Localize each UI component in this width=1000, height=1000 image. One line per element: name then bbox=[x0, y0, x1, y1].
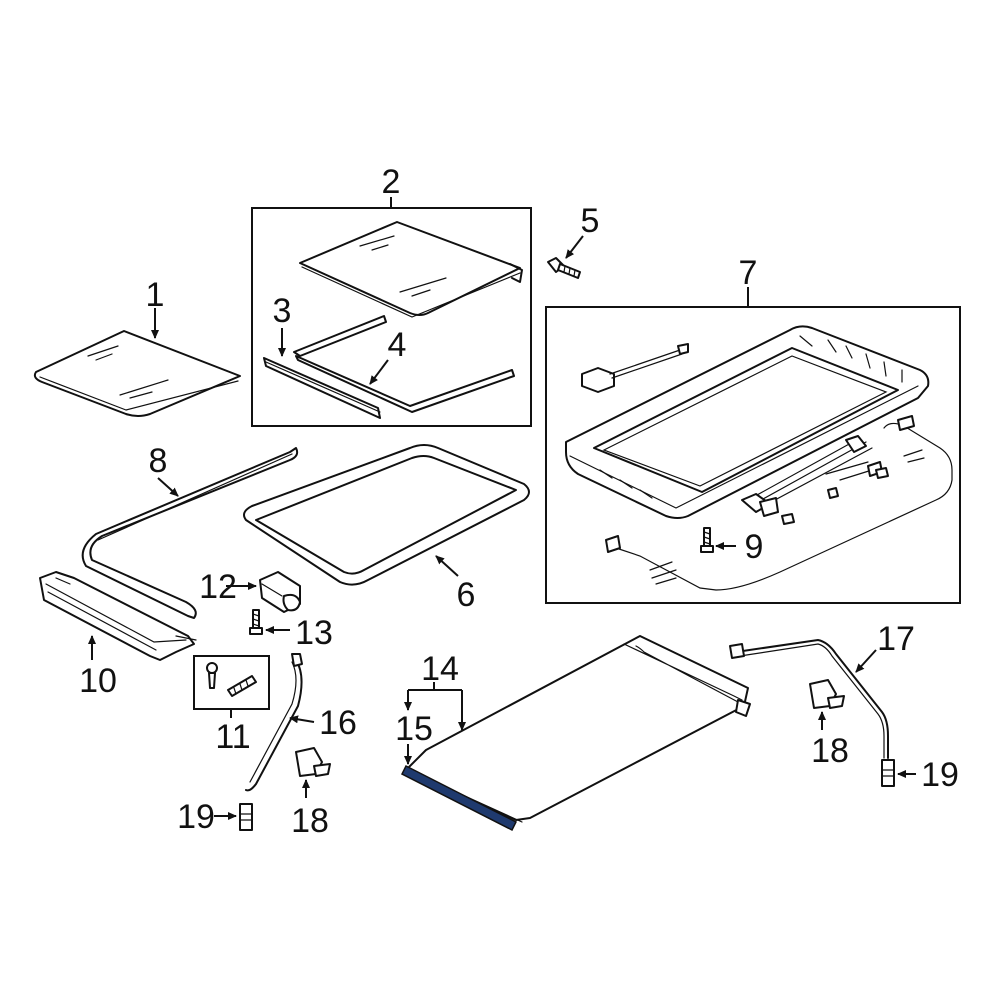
part-17-drain-tube[interactable] bbox=[729, 639, 889, 759]
callout-12: 12 bbox=[199, 568, 237, 606]
callout-4: 4 bbox=[388, 326, 407, 364]
part-1-glass-panel[interactable] bbox=[33, 330, 241, 417]
callout-5: 5 bbox=[581, 202, 600, 240]
part-2-glass-assembly[interactable] bbox=[299, 221, 523, 318]
callout-16: 16 bbox=[319, 704, 357, 742]
part-8-side-trim[interactable] bbox=[81, 447, 299, 619]
part-6-weatherstrip-ring[interactable] bbox=[243, 444, 530, 586]
callout-9: 9 bbox=[745, 528, 764, 566]
part-7-motor-and-harness[interactable] bbox=[581, 343, 689, 393]
callout-7: 7 bbox=[739, 254, 758, 292]
part-7-drain-harness[interactable] bbox=[605, 415, 953, 591]
callout-13: 13 bbox=[295, 614, 333, 652]
callout-18-right: 18 bbox=[811, 732, 849, 770]
part-2-group-box bbox=[251, 207, 532, 427]
part-18-clip-right[interactable] bbox=[809, 679, 845, 709]
part-19-connector-right[interactable] bbox=[881, 759, 895, 787]
part-9-bolt[interactable] bbox=[700, 527, 714, 553]
part-7-sunroof-frame[interactable] bbox=[565, 325, 930, 519]
part-10-wind-deflector[interactable] bbox=[39, 571, 197, 661]
callout-11: 11 bbox=[215, 718, 250, 756]
part-19-connector-left[interactable] bbox=[239, 803, 253, 831]
callout-10: 10 bbox=[79, 662, 117, 700]
callout-8: 8 bbox=[149, 442, 168, 480]
callout-15: 15 bbox=[395, 710, 433, 748]
callout-14: 14 bbox=[421, 650, 459, 688]
part-15-shade-edge-strip[interactable] bbox=[400, 764, 518, 832]
callout-6: 6 bbox=[457, 576, 476, 614]
part-4-weatherstrip[interactable] bbox=[293, 315, 515, 413]
callout-17: 17 bbox=[877, 620, 915, 658]
part-11-screws[interactable] bbox=[206, 662, 257, 697]
callout-3: 3 bbox=[273, 292, 292, 330]
part-18-clip-left[interactable] bbox=[295, 747, 331, 777]
callout-19-left: 19 bbox=[177, 798, 215, 836]
part-3-seal-strip[interactable] bbox=[263, 357, 381, 419]
callout-19-right: 19 bbox=[921, 756, 959, 794]
callout-1: 1 bbox=[146, 276, 165, 314]
part-12-motor[interactable] bbox=[259, 571, 301, 613]
part-7-group-box bbox=[545, 306, 961, 604]
part-11-group-box bbox=[193, 655, 270, 710]
part-7-drive-cables[interactable] bbox=[741, 435, 889, 525]
part-16-drain-tube[interactable] bbox=[245, 653, 303, 792]
part-13-bolt[interactable] bbox=[249, 609, 263, 635]
callout-18-left: 18 bbox=[291, 802, 329, 840]
part-5-bolt[interactable] bbox=[547, 257, 581, 279]
callout-2: 2 bbox=[382, 163, 401, 201]
